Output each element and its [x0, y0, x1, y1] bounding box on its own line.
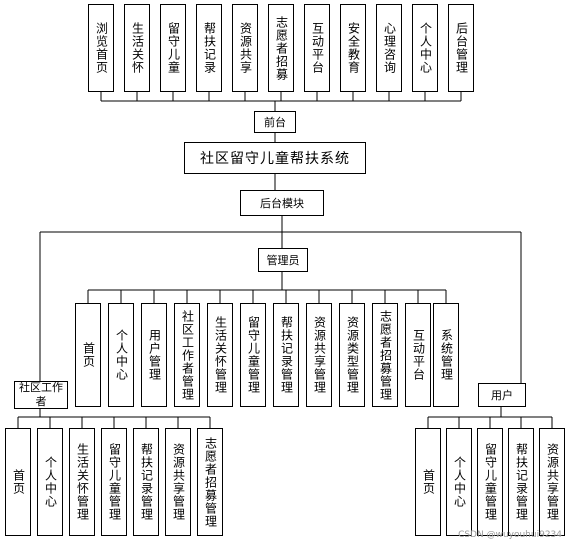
module-label: 安全教育	[346, 22, 361, 74]
module-label: 帮扶记录管理	[279, 316, 294, 394]
admin-module-resource-type-management: 资源类型管理	[339, 303, 365, 407]
module-label: 留守儿童管理	[483, 443, 498, 521]
module-label: 心理咨询	[382, 22, 397, 74]
admin-module-children-management: 留守儿童管理	[240, 303, 266, 407]
frontend-node: 前台	[254, 111, 296, 133]
user-module-home: 首页	[415, 428, 441, 536]
admin-module-home: 首页	[75, 303, 101, 407]
watermark: CSDN @wuyouhui9234	[458, 530, 562, 540]
worker-module-resource-sharing-management: 资源共享管理	[165, 428, 191, 536]
module-label: 帮扶记录管理	[139, 443, 154, 521]
frontend-module-volunteer-recruitment: 志愿者招募	[268, 4, 294, 92]
worker-module-records-management: 帮扶记录管理	[133, 428, 159, 536]
admin-module-records-management: 帮扶记录管理	[273, 303, 299, 407]
module-label: 个人中心	[452, 456, 467, 508]
frontend-module-interactive-platform: 互动平台	[304, 4, 330, 92]
frontend-module-browse-home: 浏览首页	[88, 4, 114, 92]
frontend-module-backend-admin: 后台管理	[448, 4, 474, 92]
admin-module-worker-management: 社区工作者管理	[174, 303, 200, 407]
frontend-module-personal-center: 个人中心	[412, 4, 438, 92]
module-label: 生活关怀管理	[75, 443, 90, 521]
backend-node: 后台模块	[240, 190, 324, 216]
module-label: 留守儿童管理	[246, 316, 261, 394]
module-label: 帮扶记录	[202, 22, 217, 74]
user-module-personal-center: 个人中心	[446, 428, 472, 536]
module-label: 留守儿童	[166, 22, 181, 74]
admin-module-resource-sharing-management: 资源共享管理	[306, 303, 332, 407]
module-label: 生活关怀管理	[213, 316, 228, 394]
module-label: 个人中心	[114, 329, 129, 381]
worker-module-children-management: 留守儿童管理	[101, 428, 127, 536]
user-label: 用户	[491, 388, 513, 402]
worker-module-life-care-management: 生活关怀管理	[69, 428, 95, 536]
module-label: 用户管理	[147, 329, 162, 381]
module-label: 浏览首页	[94, 22, 109, 74]
user-node: 用户	[478, 383, 526, 407]
module-label: 互动平台	[411, 329, 426, 381]
system-title: 社区留守儿童帮扶系统	[200, 151, 350, 167]
admin-node: 管理员	[258, 248, 308, 272]
module-label: 个人中心	[43, 456, 58, 508]
frontend-module-left-behind-children: 留守儿童	[160, 4, 186, 92]
module-label: 系统管理	[439, 329, 454, 381]
system-title-node: 社区留守儿童帮扶系统	[184, 142, 366, 174]
module-label: 后台管理	[454, 22, 469, 74]
admin-module-life-care-management: 生活关怀管理	[207, 303, 233, 407]
admin-module-interactive-platform: 互动平台	[405, 303, 431, 407]
module-label: 留守儿童管理	[107, 443, 122, 521]
admin-module-personal-center: 个人中心	[108, 303, 134, 407]
user-module-resource-sharing-management: 资源共享管理	[539, 428, 565, 536]
module-label: 首页	[11, 469, 26, 495]
worker-module-personal-center: 个人中心	[37, 428, 63, 536]
frontend-label: 前台	[264, 115, 286, 129]
admin-module-user-management: 用户管理	[141, 303, 167, 407]
admin-module-volunteer-management: 志愿者招募管理	[372, 303, 398, 407]
module-label: 互动平台	[310, 22, 325, 74]
module-label: 志愿者招募管理	[203, 436, 218, 528]
module-label: 资源共享	[238, 22, 253, 74]
module-label: 首页	[421, 469, 436, 495]
frontend-module-assistance-records: 帮扶记录	[196, 4, 222, 92]
frontend-module-psych-consulting: 心理咨询	[376, 4, 402, 92]
user-module-children-management: 留守儿童管理	[477, 428, 503, 536]
worker-module-home: 首页	[5, 428, 31, 536]
worker-node: 社区工作者	[14, 381, 68, 409]
module-label: 志愿者招募管理	[378, 309, 393, 401]
module-label: 生活关怀	[130, 22, 145, 74]
module-label: 资源共享管理	[171, 443, 186, 521]
module-label: 帮扶记录管理	[514, 443, 529, 521]
module-label: 志愿者招募	[274, 15, 289, 81]
module-label: 资源类型管理	[345, 316, 360, 394]
frontend-module-life-care: 生活关怀	[124, 4, 150, 92]
backend-label: 后台模块	[260, 196, 304, 210]
module-label: 个人中心	[418, 22, 433, 74]
worker-module-volunteer-management: 志愿者招募管理	[197, 428, 223, 536]
module-label: 首页	[81, 342, 96, 368]
module-label: 社区工作者管理	[180, 309, 195, 401]
admin-module-system-management: 系统管理	[433, 303, 459, 407]
frontend-module-resource-sharing: 资源共享	[232, 4, 258, 92]
admin-label: 管理员	[266, 253, 300, 267]
user-module-records-management: 帮扶记录管理	[508, 428, 534, 536]
frontend-module-safety-education: 安全教育	[340, 4, 366, 92]
module-label: 资源共享管理	[312, 316, 327, 394]
worker-label: 社区工作者	[19, 381, 63, 408]
module-label: 资源共享管理	[545, 443, 560, 521]
